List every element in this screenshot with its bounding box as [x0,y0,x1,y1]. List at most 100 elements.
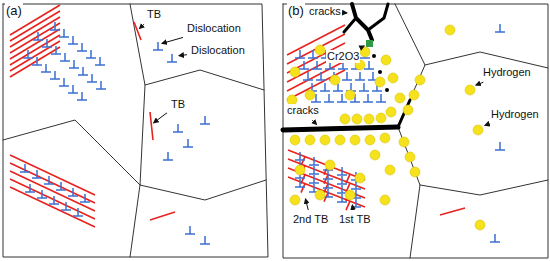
annotation-label: Cr2O3 [326,50,360,63]
hydrogen-atom [364,114,374,124]
annotation-label: cracks [286,104,320,117]
dislocation-symbol [309,175,319,183]
crack [344,18,356,32]
dislocation-symbol [316,72,326,80]
hydrogen-atom [405,152,415,162]
crack-dot [378,70,382,74]
hydrogen-atom [290,135,300,145]
dislocation-symbol [68,36,78,44]
hydrogen-atom [381,55,391,65]
hydrogen-atom [320,135,330,145]
leader-arrow [162,37,183,43]
twin-boundary [287,61,345,91]
dislocation-symbol [299,61,309,69]
dislocation-symbol [337,176,347,184]
hydrogen-atom [290,67,300,77]
annotation-label: TB [170,98,186,111]
dislocation-symbol [59,29,69,37]
twin-boundary [10,17,60,47]
leader-arrow [154,113,167,123]
dislocation-symbol [44,176,54,184]
hydrogen-atom [345,90,355,100]
crack [368,4,388,30]
dislocation-symbol [50,22,60,30]
hydrogen-atom [365,135,375,145]
leader-arrow [312,120,316,124]
twin-boundary [150,212,175,220]
dislocation-symbol [61,202,71,210]
twin-boundary [10,171,95,211]
dislocation-symbol [324,94,334,102]
crack-dot [385,88,389,92]
hydrogen-atom [465,85,475,95]
annotation-label: 1st TB [338,213,372,226]
dislocation-symbol [68,85,78,93]
hydrogen-atom [315,45,325,55]
panel-label: (b) [287,3,305,19]
dislocation-symbol [167,54,177,62]
hydrogen-atom [475,220,485,230]
annotation-label: TB [146,8,162,21]
dislocation-symbol [490,234,500,242]
dislocation-symbol [73,208,83,216]
hydrogen-atom [403,105,413,115]
dislocation-symbol [495,24,505,32]
hydrogen-atom [473,125,483,135]
twin-boundary [10,23,60,53]
twin-boundary [10,187,95,227]
dislocation-symbol [200,236,210,244]
dislocation-symbol [96,81,106,89]
twin-boundary [10,47,60,77]
dislocation-symbol [303,72,313,80]
dislocation-symbol [33,32,43,40]
twin-boundary [440,208,465,215]
dislocation-symbol [32,170,42,178]
hydrogen-atom [325,160,335,170]
hydrogen-atom [380,195,390,205]
twin-boundary [10,155,95,195]
hydrogen-atom [375,77,385,87]
dislocation-symbol [60,53,70,61]
hydrogen-atom [340,114,350,124]
hydrogen-atom [395,93,405,103]
hydrogen-atom [386,107,396,117]
annotation-label: Hydrogen [490,108,540,121]
dislocation-symbol [56,182,66,190]
hydrogen-atom [360,47,370,57]
dislocation-symbol [355,72,365,80]
hydrogen-atom [355,173,365,183]
hydrogen-atom [345,190,355,200]
dislocation-symbol [87,74,97,82]
leader-arrow [139,24,144,28]
hydrogen-atom [350,135,360,145]
dislocation-symbol [37,190,47,198]
twin-boundary [10,29,60,59]
dislocation-symbol [359,83,369,91]
dislocation-symbol [95,57,105,65]
hydrogen-atom [305,135,315,145]
hydrogen-atom [415,75,425,85]
dislocation-symbol [68,188,78,196]
dislocation-symbol [295,50,305,58]
dislocation-symbol [153,42,163,50]
grain-boundary [283,4,425,130]
grain-boundary [130,185,140,257]
annotation-label: cracks [308,5,342,18]
dislocation-symbol [307,83,317,91]
dislocation-symbol [41,64,51,72]
panel-label: (a) [5,3,23,19]
annotation-label: Dislocation [190,44,246,57]
twin-boundary [150,112,153,140]
dislocation-symbol [20,164,30,172]
hydrogen-atom [388,73,398,83]
dislocation-symbol [32,57,42,65]
dislocation-symbol [363,94,373,102]
dislocation-symbol [337,185,347,193]
twin-boundary [288,150,365,180]
crack [352,4,372,40]
dislocation-symbol [320,83,330,91]
dislocation-symbol [69,60,79,68]
crack [283,127,398,130]
leader-arrow [362,46,364,47]
